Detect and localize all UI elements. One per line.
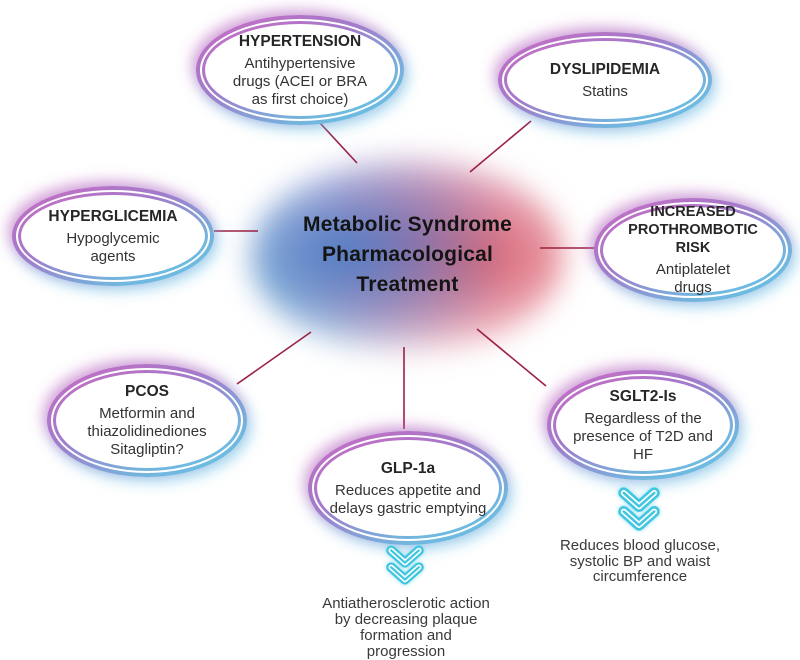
double-chevron-down-icon xyxy=(386,545,424,585)
node-title: INCREASED PROTHROMBOTIC RISK xyxy=(628,204,758,256)
node-body: Hypoglycemic agents xyxy=(66,229,160,265)
center-title-line3: Treatment xyxy=(356,273,459,296)
node-title: SGLT2-Is xyxy=(609,387,677,405)
center-title-line1: Metabolic Syndrome xyxy=(303,213,512,236)
node-title: HYPERTENSION xyxy=(238,32,362,50)
double-chevron-down-icon xyxy=(618,487,660,531)
center-title-line2: Pharmacological xyxy=(321,243,494,266)
caption-sglt2: Reduces blood glucose, systolic BP and w… xyxy=(559,537,721,585)
node-body: Antihypertensive drugs (ACEI or BRA as f… xyxy=(232,54,368,108)
node-content: INCREASED PROTHROMBOTIC RISK Antiplatele… xyxy=(603,204,783,296)
node-hyperglicemia: HYPERGLICEMIA Hypoglycemic agents xyxy=(12,186,214,286)
node-title: DYSLIPIDEMIA xyxy=(549,60,661,78)
node-content: DYSLIPIDEMIA Statins xyxy=(507,41,703,119)
node-hypertension: HYPERTENSION Antihypertensive drugs (ACE… xyxy=(196,15,404,125)
node-content: HYPERGLICEMIA Hypoglycemic agents xyxy=(21,195,205,277)
center-title: Metabolic Syndrome Pharmacological Treat… xyxy=(255,210,560,300)
connector-line-pcos xyxy=(236,331,312,385)
connector-line-hypertension xyxy=(319,122,358,164)
node-pcos: PCOS Metformin and thiazolidinediones Si… xyxy=(47,364,247,477)
node-body: Reduces appetite and delays gastric empt… xyxy=(329,481,487,517)
node-body: Statins xyxy=(582,82,628,100)
center-gradient-blob xyxy=(250,158,565,354)
node-body: Metformin and thiazolidinediones Sitagli… xyxy=(87,405,207,458)
caption-glp1a: Antiatherosclerotic action by decreasing… xyxy=(322,595,490,660)
node-prothrombotic-risk: INCREASED PROTHROMBOTIC RISK Antiplatele… xyxy=(594,198,792,302)
node-sglt2: SGLT2-Is Regardless of the presence of T… xyxy=(547,370,739,480)
node-title: GLP-1a xyxy=(380,459,436,477)
node-title: PCOS xyxy=(125,383,169,400)
node-glp1a: GLP-1a Reduces appetite and delays gastr… xyxy=(308,431,508,545)
node-content: SGLT2-Is Regardless of the presence of T… xyxy=(556,379,730,471)
connector-line-dyslipidemia xyxy=(469,120,532,173)
node-title: HYPERGLICEMIA xyxy=(48,207,178,225)
node-content: PCOS Metformin and thiazolidinediones Si… xyxy=(56,373,238,468)
node-body: Antiplatelet drugs xyxy=(655,261,731,296)
node-dyslipidemia: DYSLIPIDEMIA Statins xyxy=(498,32,712,128)
node-content: HYPERTENSION Antihypertensive drugs (ACE… xyxy=(205,24,395,116)
node-body: Regardless of the presence of T2D and HF xyxy=(573,409,713,463)
node-content: GLP-1a Reduces appetite and delays gastr… xyxy=(317,440,499,536)
